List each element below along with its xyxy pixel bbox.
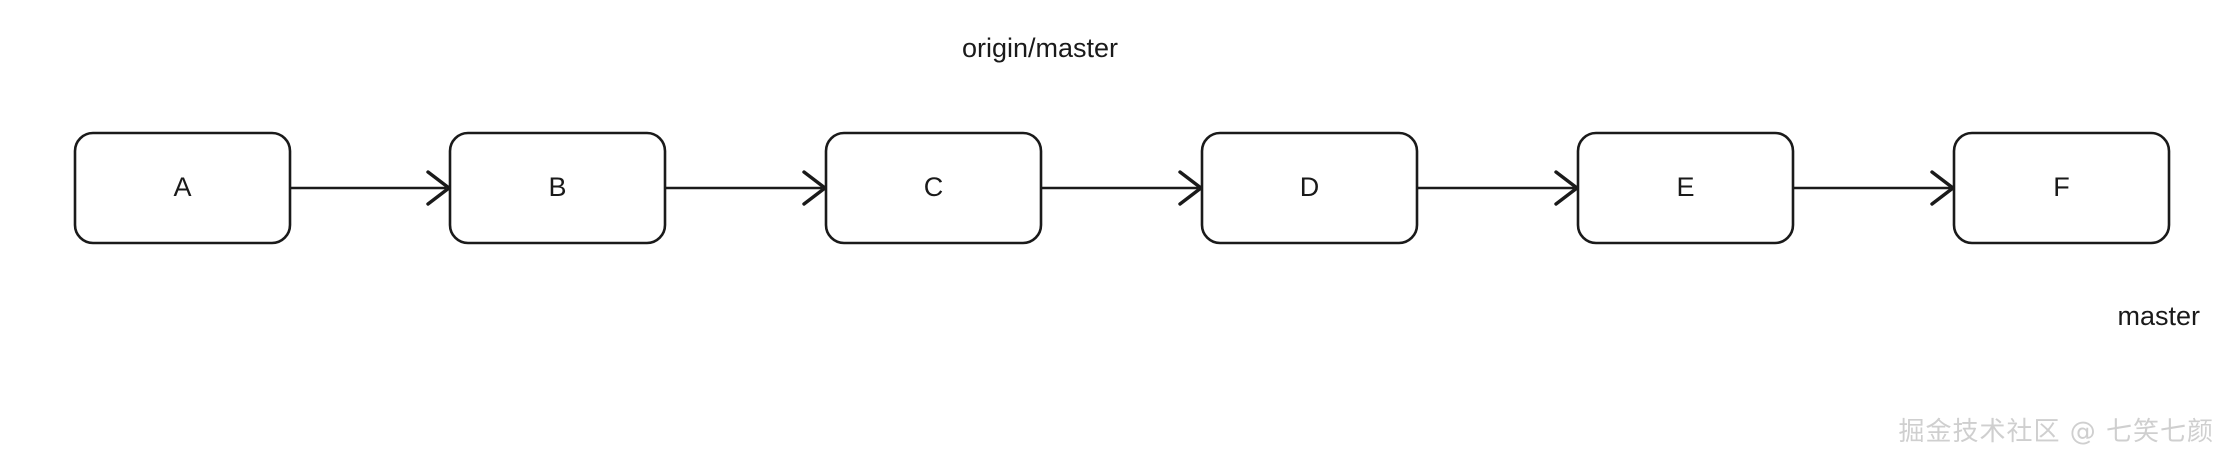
arrowhead-icon bbox=[426, 170, 451, 206]
commit-node-d[interactable]: D bbox=[1200, 131, 1419, 245]
edge-d-to-e bbox=[1417, 170, 1579, 206]
arrowhead-icon bbox=[802, 170, 827, 206]
watermark: 掘金技术社区 @ 七笑七颜 bbox=[1898, 417, 2214, 447]
arrowhead-icon bbox=[1554, 170, 1579, 206]
commit-node-e[interactable]: E bbox=[1576, 131, 1795, 245]
commit-node-b[interactable]: B bbox=[448, 131, 667, 245]
commit-node-d-label: D bbox=[1300, 172, 1320, 202]
edge-e-to-f bbox=[1793, 170, 1955, 206]
arrowhead-icon bbox=[1930, 170, 1955, 206]
commit-node-b-label: B bbox=[548, 172, 566, 202]
edge-c-to-d bbox=[1041, 170, 1203, 206]
commit-node-c-label: C bbox=[924, 172, 944, 202]
commit-node-f-label: F bbox=[2053, 172, 2070, 202]
ref-label-master: master bbox=[2117, 301, 2200, 331]
commit-node-e-label: E bbox=[1676, 172, 1694, 202]
ref-label-origin-master: origin/master bbox=[962, 33, 1118, 63]
edge-b-to-c bbox=[665, 170, 827, 206]
commit-node-f[interactable]: F bbox=[1952, 131, 2171, 245]
commit-node-a-label: A bbox=[173, 172, 191, 202]
edge-a-to-b bbox=[290, 170, 451, 206]
commit-node-a[interactable]: A bbox=[73, 131, 292, 245]
arrowhead-icon bbox=[1178, 170, 1203, 206]
commit-node-c[interactable]: C bbox=[824, 131, 1043, 245]
